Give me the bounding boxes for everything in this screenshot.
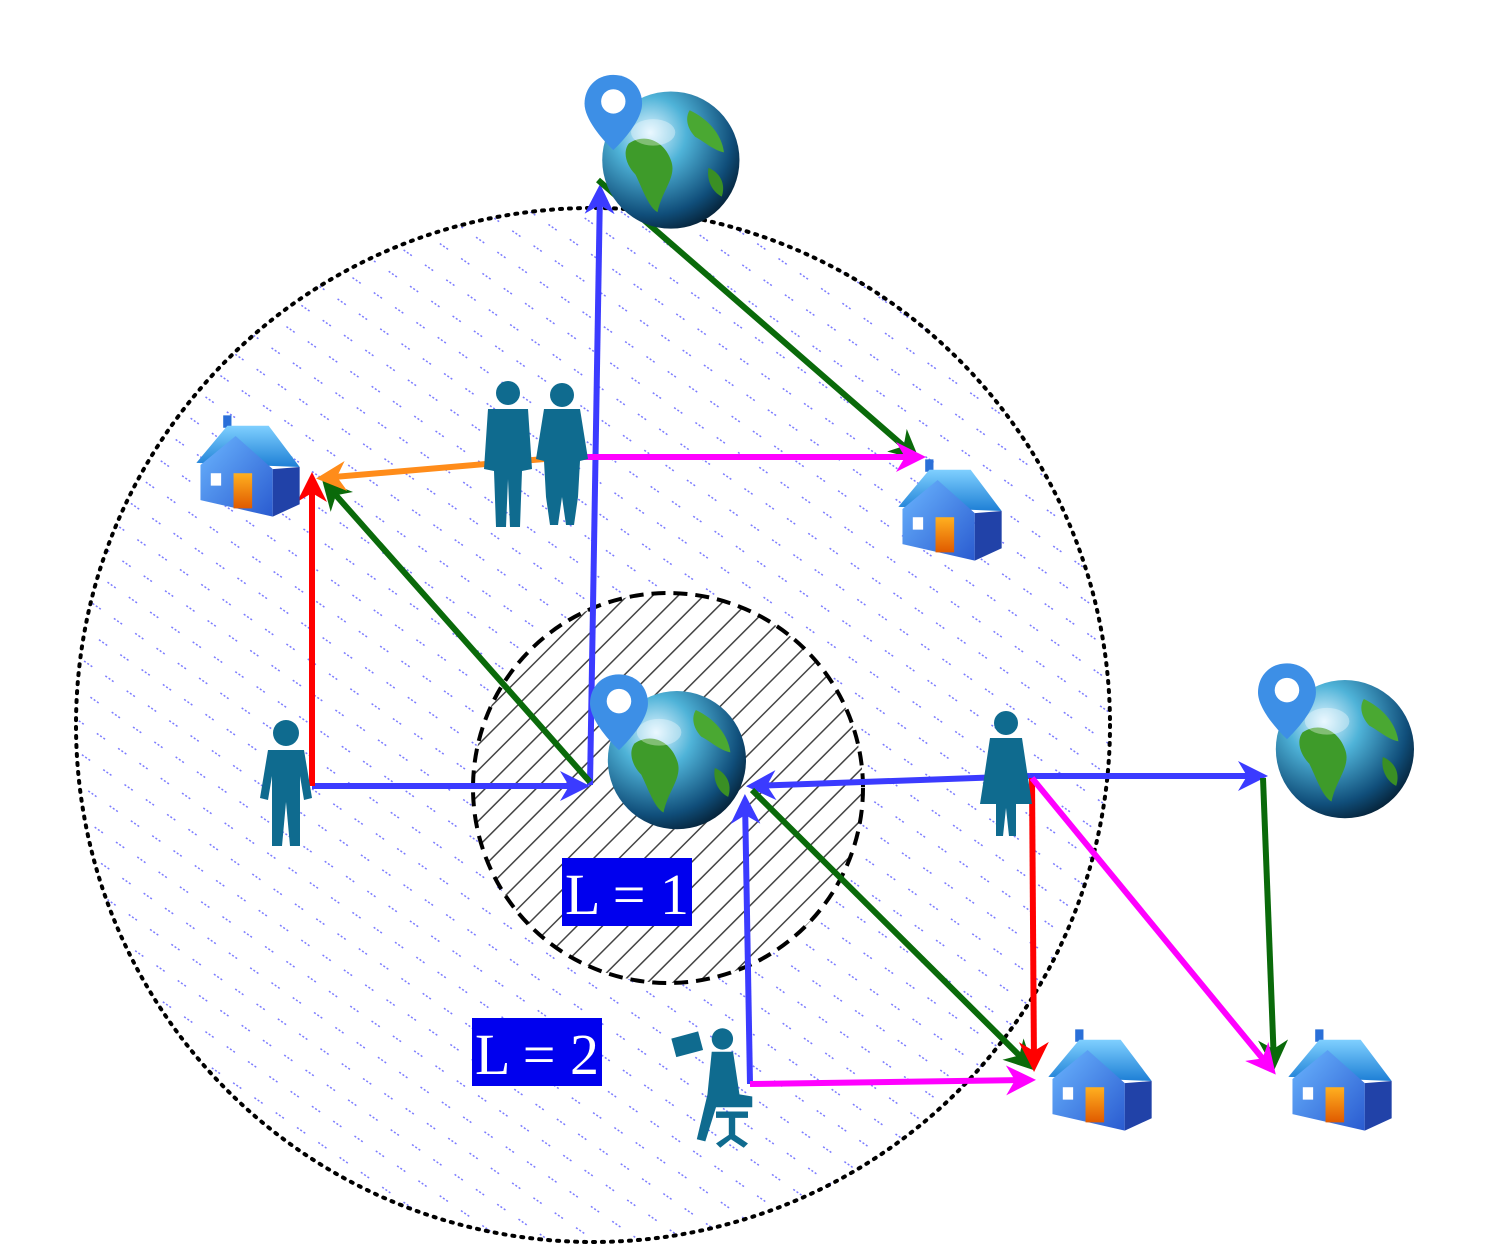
globe-with-location-pin-icon bbox=[584, 74, 740, 229]
label-l2-text: L = 2 bbox=[475, 1022, 599, 1087]
arrow-green-top-globe-to-house bbox=[596, 177, 920, 460]
arrow-blue-center-to-top-globe bbox=[584, 184, 615, 786]
house-icon bbox=[1048, 1029, 1152, 1131]
house-icon bbox=[1288, 1029, 1392, 1131]
arrow-magenta-woman-to-house bbox=[1029, 776, 1276, 1075]
arrow-magenta-seated-to-house bbox=[749, 1065, 1036, 1096]
arrow-green-center-to-bottom-house bbox=[749, 787, 1035, 1071]
arrow-green-right-globe-to-house bbox=[1258, 777, 1289, 1070]
globe-with-location-pin-icon bbox=[1258, 663, 1414, 819]
label-l1: L = 1 bbox=[562, 858, 692, 927]
arrow-red-woman-to-house bbox=[1018, 777, 1049, 1072]
arrow-green-center-to-left-house bbox=[322, 479, 593, 784]
arrow-blue-seated-to-center bbox=[730, 794, 761, 1085]
label-l2: L = 2 bbox=[472, 1018, 602, 1087]
arrow-blue-woman-to-center bbox=[746, 770, 1031, 801]
arrows bbox=[297, 177, 1289, 1096]
label-l1-text: L = 1 bbox=[565, 862, 689, 927]
